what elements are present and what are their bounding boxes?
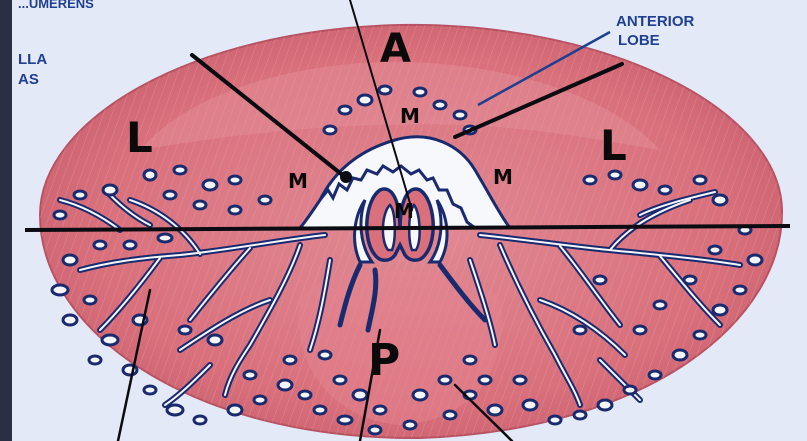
gland-acinus (203, 180, 217, 190)
gland-acinus (254, 396, 266, 404)
left-margin-label-2: AS (18, 71, 39, 88)
gland-acinus (229, 176, 241, 184)
gland-acinus (594, 276, 606, 284)
gland-acinus (54, 211, 66, 219)
gland-acinus (694, 176, 706, 184)
gland-acinus (713, 305, 727, 315)
gland-acinus (52, 285, 68, 295)
gland-acinus (624, 386, 636, 394)
gland-acinus (244, 371, 256, 379)
gland-acinus (229, 206, 241, 214)
gland-acinus (74, 191, 86, 199)
gland-acinus (174, 166, 186, 174)
gland-acinus (84, 296, 96, 304)
gland-acinus (158, 234, 172, 242)
gland-acinus (598, 400, 612, 410)
gland-acinus (208, 335, 222, 345)
gland-acinus (413, 390, 427, 400)
left-dark-band (0, 0, 12, 441)
gland-acinus (284, 356, 296, 364)
gland-acinus (102, 335, 118, 345)
gland-acinus (278, 380, 292, 390)
gland-acinus (414, 88, 426, 96)
gland-acinus (164, 191, 176, 199)
gland-acinus (514, 376, 526, 384)
gland-acinus (734, 286, 746, 294)
label-L-left: L (126, 113, 153, 162)
gland-acinus (549, 416, 561, 424)
gland-acinus (353, 390, 367, 400)
gland-acinus (439, 376, 451, 384)
gland-acinus (338, 416, 352, 424)
label-M-center: M (394, 199, 414, 223)
gland-acinus (479, 376, 491, 384)
gland-acinus (488, 405, 502, 415)
gland-acinus (713, 195, 727, 205)
gland-acinus (649, 371, 661, 379)
label-L-right: L (600, 121, 627, 170)
gland-acinus (358, 95, 372, 105)
gland-acinus (314, 406, 326, 414)
gland-acinus (659, 186, 671, 194)
gland-acinus (89, 356, 101, 364)
gland-acinus (633, 180, 647, 190)
gland-acinus (194, 416, 206, 424)
top-left-cut-label: ...UMERENS (18, 0, 94, 11)
gland-acinus (319, 351, 331, 359)
gland-acinus (144, 170, 156, 180)
gland-acinus (654, 301, 666, 309)
gland-acinus (434, 101, 446, 109)
gland-acinus (748, 255, 762, 265)
gland-acinus (634, 326, 646, 334)
gland-acinus (63, 255, 77, 265)
gland-acinus (124, 241, 136, 249)
lobe-label: LOBE (618, 32, 660, 49)
gland-acinus (454, 111, 466, 119)
gland-acinus (299, 391, 311, 399)
gland-acinus (374, 406, 386, 414)
gland-acinus (63, 315, 77, 325)
gland-acinus (259, 196, 271, 204)
label-P-posterior: P (368, 335, 400, 386)
gland-acinus (584, 176, 596, 184)
gland-acinus (167, 405, 183, 415)
gland-acinus (334, 376, 346, 384)
gland-acinus (709, 246, 721, 254)
label-A-anterior: A (380, 26, 411, 72)
gland-acinus (694, 331, 706, 339)
gland-acinus (369, 426, 381, 434)
gland-acinus (609, 171, 621, 179)
label-M-right: M (493, 165, 513, 189)
gland-acinus (339, 106, 351, 114)
label-M-left: M (288, 169, 308, 193)
gland-acinus (324, 126, 336, 134)
gland-acinus (194, 201, 206, 209)
gland-acinus (228, 405, 242, 415)
gland-acinus (574, 411, 586, 419)
label-M-top: M (400, 104, 420, 128)
pointer-dot (340, 171, 352, 183)
gland-acinus (523, 400, 537, 410)
gland-acinus (574, 326, 586, 334)
anterior-label: ANTERIOR (616, 13, 695, 30)
gland-acinus (404, 421, 416, 429)
gland-acinus (94, 241, 106, 249)
gland-acinus (103, 185, 117, 195)
gland-acinus (144, 386, 156, 394)
left-margin-label-1: LLA (18, 51, 47, 68)
gland-acinus (684, 276, 696, 284)
gland-acinus (673, 350, 687, 360)
gland-acinus (464, 356, 476, 364)
gland-acinus (379, 86, 391, 94)
gland-acinus (444, 411, 456, 419)
gland-acinus (179, 326, 191, 334)
